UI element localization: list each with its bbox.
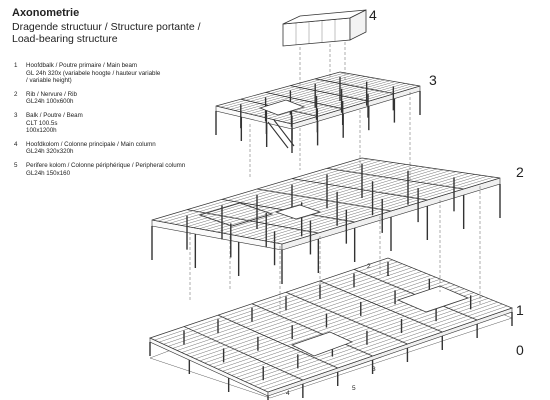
level-label-4: 4 bbox=[369, 7, 377, 23]
roof-volume-side bbox=[349, 9, 367, 41]
level-1-structure bbox=[149, 257, 514, 400]
stair-opening bbox=[258, 99, 306, 116]
subtitle-line-1: Dragende structuur / Structure portante … bbox=[12, 21, 201, 33]
callout-beam: 3 bbox=[372, 366, 376, 373]
legend-text: GL 24h 320x (variabele hoogte / hauteur … bbox=[26, 69, 161, 77]
main-beam bbox=[290, 85, 369, 102]
legend-text: 100x1200h bbox=[26, 127, 57, 135]
drawing-title: Axonometrie bbox=[12, 7, 80, 19]
courtyard-opening bbox=[291, 331, 353, 357]
legend-item-main-beam: 1 Hoofdbalk / Poutre primaire / Main bea… bbox=[14, 62, 199, 85]
rib bbox=[154, 259, 393, 341]
level-3-structure bbox=[215, 71, 421, 153]
rib bbox=[249, 300, 493, 384]
rib bbox=[172, 267, 412, 349]
legend-number: 1 bbox=[14, 62, 18, 69]
level-label-0: 0 bbox=[516, 342, 524, 358]
rib bbox=[268, 81, 396, 119]
legend-text: Balk / Poutre / Beam bbox=[26, 111, 83, 119]
callout-peripheral-column: 5 bbox=[352, 385, 356, 392]
subtitle-line-2: Load-bearing structure bbox=[12, 33, 118, 45]
structure-legend: 1 Hoofdbalk / Poutre primaire / Main bea… bbox=[14, 62, 199, 183]
callout-main-beam: 1 bbox=[386, 271, 390, 278]
legend-number: 4 bbox=[14, 140, 18, 148]
main-beam bbox=[319, 280, 443, 333]
legend-text: CLT 100.5s bbox=[26, 119, 58, 127]
rib bbox=[177, 269, 417, 351]
rib bbox=[204, 280, 446, 364]
main-beam bbox=[251, 303, 373, 357]
legend-item-beam: 3 Balk / Poutre / Beam CLT 100.5s 100x12… bbox=[14, 112, 199, 135]
main-beam bbox=[285, 291, 408, 345]
legend-number: 5 bbox=[14, 161, 18, 169]
main-beam bbox=[256, 188, 392, 212]
rib bbox=[272, 82, 401, 120]
legend-text: GL24h 100x600h bbox=[26, 98, 74, 106]
legend-item-rib: 2 Rib / Nervure / Rib GL24h 100x600h bbox=[14, 91, 199, 106]
rib bbox=[225, 73, 351, 109]
callout-rib: 2 bbox=[367, 263, 371, 270]
legend-text: GL24h 150x160 bbox=[26, 169, 71, 177]
level-4-roof-volume bbox=[282, 9, 367, 47]
legend-item-peripheral-column: 5 Perifere kolom / Colonne périphérique … bbox=[14, 162, 199, 177]
rib bbox=[240, 296, 484, 380]
rib bbox=[236, 294, 479, 378]
rib bbox=[282, 84, 411, 122]
legend-number: 2 bbox=[14, 90, 18, 98]
legend-text: Hoofdkolom / Colonne principale / Main c… bbox=[26, 140, 156, 148]
rib bbox=[234, 75, 361, 111]
rib bbox=[186, 273, 427, 355]
rib bbox=[190, 275, 431, 357]
stair-stringer bbox=[267, 121, 289, 149]
stair-stringer bbox=[273, 119, 295, 147]
main-beam bbox=[291, 178, 428, 201]
legend-text: / variable height) bbox=[26, 77, 72, 85]
patio-opening bbox=[397, 285, 469, 313]
rib bbox=[254, 302, 498, 386]
rib bbox=[159, 261, 398, 343]
rib bbox=[263, 305, 508, 391]
rib bbox=[258, 303, 503, 389]
legend-number: 3 bbox=[14, 111, 18, 119]
main-beam bbox=[265, 92, 344, 110]
core-opening bbox=[274, 204, 322, 220]
legend-text: GL24h 320x320h bbox=[26, 148, 74, 156]
main-beam bbox=[315, 78, 395, 94]
level-2-structure bbox=[151, 157, 501, 284]
frame-opening bbox=[198, 202, 274, 227]
rib bbox=[163, 263, 403, 345]
main-beam bbox=[183, 326, 304, 381]
main-beam bbox=[186, 209, 319, 234]
rib bbox=[220, 72, 346, 108]
main-beam bbox=[217, 314, 338, 369]
level-label-3: 3 bbox=[429, 72, 437, 88]
level-label-1: 1 bbox=[516, 302, 524, 318]
rib bbox=[199, 278, 441, 362]
legend-item-main-column: 4 Hoofdkolom / Colonne principale / Main… bbox=[14, 141, 199, 156]
rib bbox=[168, 265, 408, 347]
level-label-2: 2 bbox=[516, 164, 524, 180]
rib bbox=[230, 74, 356, 110]
rib bbox=[181, 271, 422, 353]
rib bbox=[239, 76, 366, 112]
main-beam bbox=[326, 167, 464, 190]
callout-main-column: 4 bbox=[286, 390, 290, 397]
legend-text: Perifere kolom / Colonne périphérique / … bbox=[26, 161, 186, 169]
projection-lines bbox=[189, 42, 481, 315]
slab-outline bbox=[149, 257, 514, 393]
legend-text: Hoofdbalk / Poutre primaire / Main beam bbox=[26, 62, 138, 69]
legend-text: Rib / Nervure / Rib bbox=[26, 90, 77, 98]
